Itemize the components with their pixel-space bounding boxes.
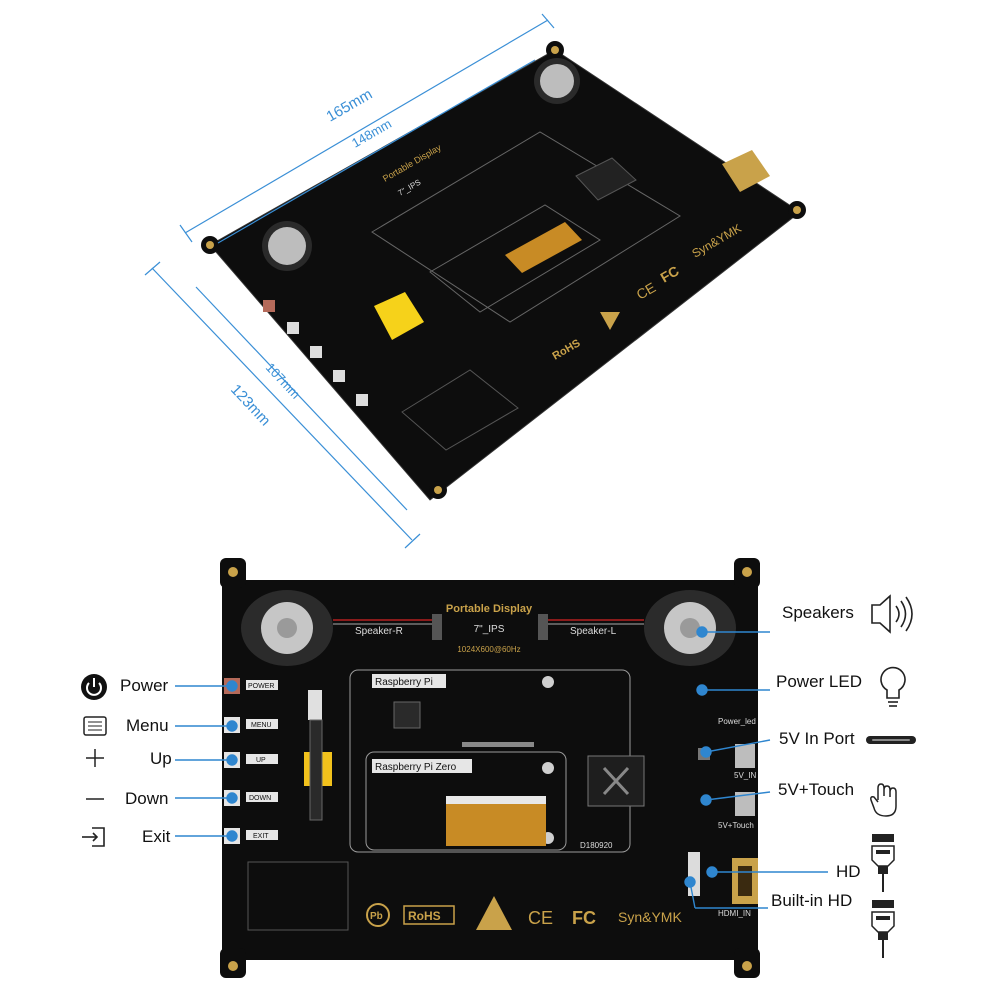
label-hd: HD bbox=[836, 862, 861, 881]
mount-hole bbox=[228, 567, 238, 577]
silk-title: Portable Display bbox=[446, 603, 533, 615]
usb-port-5v-in bbox=[735, 744, 755, 768]
esd-triangle-icon bbox=[600, 312, 620, 330]
touch-hand-icon bbox=[870, 783, 897, 817]
main-chip-mark bbox=[602, 766, 630, 796]
silk-code: D180920 bbox=[580, 841, 613, 850]
ribbon-connector-tilted bbox=[505, 222, 582, 273]
yellow-cable-tilted bbox=[374, 292, 424, 340]
usb-port-5v-touch bbox=[735, 792, 755, 816]
rpi-zero-outline-tilted bbox=[429, 204, 601, 313]
small-chip bbox=[393, 701, 421, 729]
label-power: Power bbox=[120, 676, 169, 695]
pin-header bbox=[462, 742, 534, 747]
chip-tilted bbox=[575, 157, 637, 201]
button-tilted bbox=[263, 300, 275, 312]
speaker-connector bbox=[538, 614, 548, 640]
dim-165: 165mm bbox=[324, 86, 376, 126]
menu-icon bbox=[83, 716, 107, 736]
silk-btn-power: POWER bbox=[248, 683, 274, 690]
exit-icon bbox=[82, 827, 105, 847]
silk-ce: CE bbox=[528, 908, 553, 928]
silk-5v-in: 5V_IN bbox=[734, 771, 756, 780]
mount-hole bbox=[551, 46, 559, 54]
dimension-lines bbox=[144, 13, 555, 549]
hdmi-port-inner bbox=[738, 866, 752, 896]
tilted-board: Portable Display 7"_IPS Syn&YMK RoHS CE … bbox=[201, 41, 806, 501]
rpi-outline-tilted bbox=[371, 131, 681, 323]
silk-5v-touch: 5V+Touch bbox=[718, 821, 754, 830]
speaker-connector bbox=[432, 614, 442, 640]
plus-icon bbox=[86, 749, 104, 767]
button-tilted bbox=[287, 322, 299, 334]
power-icon bbox=[81, 674, 107, 700]
hdmi-port-tilted bbox=[722, 150, 770, 192]
hdmi-cable-icon bbox=[871, 900, 895, 958]
mount-hole bbox=[434, 486, 442, 494]
mount-hole bbox=[793, 206, 801, 214]
silk-model: 7"_IPS bbox=[474, 624, 505, 635]
hdmi-cable-icon bbox=[871, 834, 895, 892]
label-speakers: Speakers bbox=[782, 603, 854, 622]
rohs-box bbox=[403, 905, 455, 925]
fpc-connector bbox=[688, 852, 700, 896]
speaker-cone-center bbox=[277, 618, 297, 638]
blank-pad bbox=[247, 861, 349, 931]
silk-power-led: Power_led bbox=[718, 717, 756, 726]
label-up: Up bbox=[150, 749, 172, 768]
esd-triangle-icon bbox=[476, 896, 512, 930]
side-connector bbox=[308, 690, 322, 720]
label-power-led: Power LED bbox=[776, 672, 862, 691]
rpi-label-box bbox=[372, 674, 446, 688]
ribbon-header bbox=[446, 796, 546, 804]
silk-resolution: 1024X600@60Hz bbox=[457, 645, 520, 654]
mount-hole bbox=[206, 241, 214, 249]
label-down: Down bbox=[125, 789, 169, 808]
silk-rpi: Raspberry Pi bbox=[375, 677, 433, 688]
lightbulb-icon bbox=[880, 666, 906, 707]
label-5v-in-port: 5V In Port bbox=[779, 729, 855, 748]
silk-btn-menu: MENU bbox=[251, 722, 272, 729]
speaker-cone bbox=[268, 227, 306, 265]
rpi-zero-outline bbox=[365, 751, 567, 851]
silk-pb: Pb bbox=[370, 911, 383, 922]
tilted-board-body bbox=[209, 49, 801, 501]
button-tilted bbox=[356, 394, 368, 406]
button-tilted bbox=[310, 346, 322, 358]
silk-hdmi-in: HDMI_IN bbox=[718, 909, 751, 918]
ribbon-connector bbox=[446, 802, 546, 846]
speaker-cone-center bbox=[680, 618, 700, 638]
speaker-icon bbox=[871, 594, 913, 634]
silk-speaker-l: Speaker-L bbox=[570, 626, 617, 637]
standoff bbox=[542, 676, 554, 688]
silk-btn-down: DOWN bbox=[249, 795, 271, 802]
standoff bbox=[542, 762, 554, 774]
flex-cable-strip bbox=[309, 719, 323, 821]
silk-rpi-zero: Raspberry Pi Zero bbox=[375, 762, 457, 773]
silk-brand: Syn&YMK bbox=[618, 909, 682, 925]
label-exit: Exit bbox=[142, 827, 171, 846]
mount-hole bbox=[742, 567, 752, 577]
dim-107: 107mm bbox=[263, 360, 304, 402]
label-5v-touch: 5V+Touch bbox=[778, 780, 855, 799]
callout-lines bbox=[175, 626, 828, 909]
label-menu: Menu bbox=[126, 716, 169, 735]
silk-btn-up: UP bbox=[256, 757, 266, 764]
silk-btn-exit: EXIT bbox=[253, 833, 269, 840]
silk-rohs: RoHS bbox=[408, 909, 441, 923]
mount-hole bbox=[228, 961, 238, 971]
rpi-zero-label-box bbox=[372, 759, 472, 773]
pb-free-icon bbox=[366, 903, 390, 927]
flat-board: Portable Display 7"_IPS 1024X600@60Hz Sp… bbox=[220, 558, 760, 978]
power-cable-icon bbox=[866, 736, 916, 744]
button-tilted bbox=[333, 370, 345, 382]
blank-pad-tilted bbox=[401, 369, 519, 451]
speaker-cone bbox=[540, 64, 574, 98]
silk-fc: FC bbox=[572, 908, 596, 928]
label-built-in-hd: Built-in HD bbox=[771, 891, 853, 910]
mount-hole bbox=[742, 961, 752, 971]
silk-speaker-r: Speaker-R bbox=[355, 626, 403, 637]
